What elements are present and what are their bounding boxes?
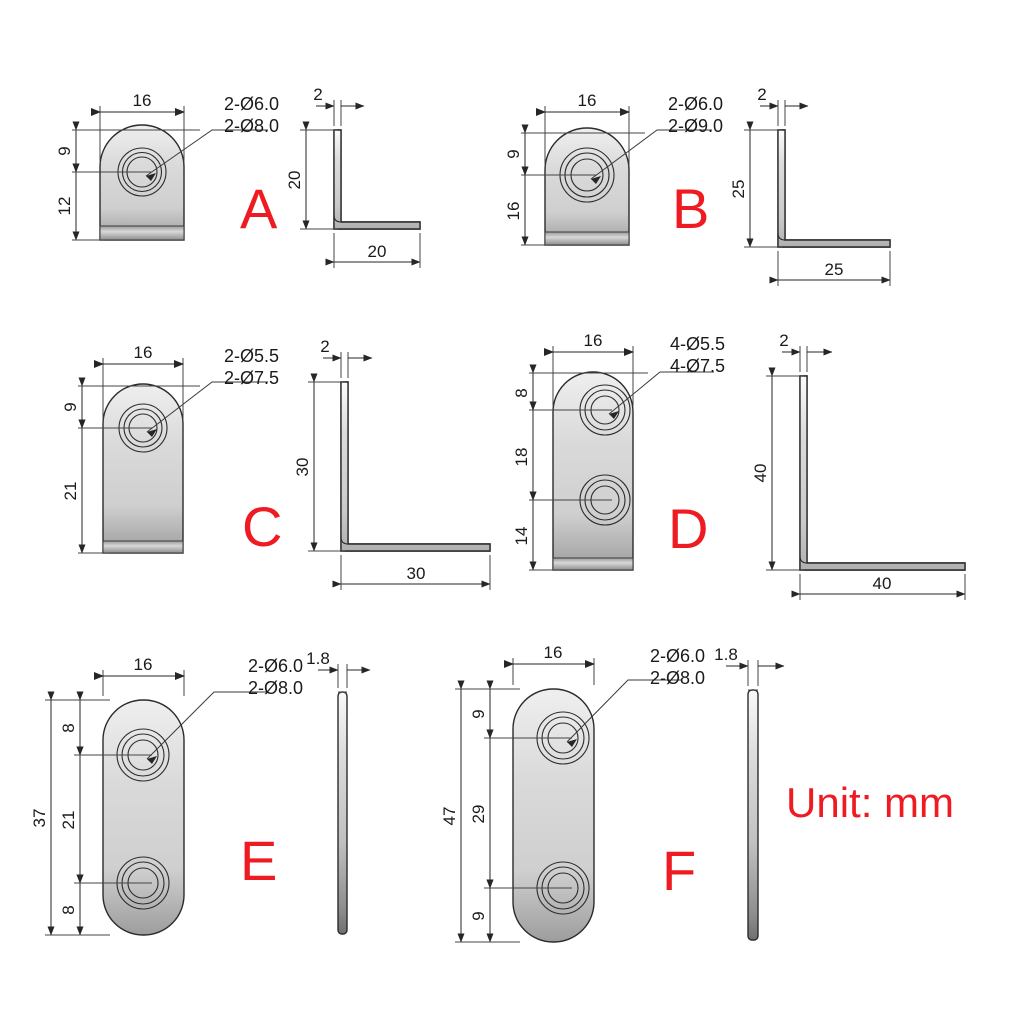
part-A-width-value: 16 — [133, 91, 152, 110]
part-D-hole-top-value: 8 — [512, 388, 531, 397]
part-D-dim-hole-top: 8 — [512, 364, 648, 411]
part-A-group: 16 9 12 2-Ø6.0 2-Ø8.0 A — [55, 85, 421, 268]
part-D-label: D — [668, 497, 708, 560]
part-F-dim-hole-bottom: 9 — [469, 879, 520, 943]
part-B-lower-value: 16 — [504, 202, 523, 221]
part-A-front-view — [99, 124, 268, 241]
part-F-hole-note-1: 2-Ø6.0 — [650, 646, 705, 666]
part-B-label: B — [672, 177, 709, 240]
part-C-group: 16 9 21 2-Ø5.5 2-Ø7.5 C 2 — [61, 337, 491, 590]
part-F-thickness-value: 1.8 — [714, 645, 738, 664]
part-F-width-value: 16 — [544, 643, 563, 662]
part-E-hole-bottom-value: 8 — [59, 905, 78, 914]
part-D-thickness-value: 2 — [779, 331, 788, 350]
part-A-lower-value: 12 — [55, 197, 74, 216]
part-F-total-height-value: 47 — [440, 807, 459, 826]
part-E-label: E — [240, 829, 277, 892]
part-A-hole-note-2: 2-Ø8.0 — [224, 116, 279, 136]
part-C-hole-note-2: 2-Ø7.5 — [224, 368, 279, 388]
part-D-hole-note-1: 4-Ø5.5 — [670, 334, 725, 354]
part-B-group: 16 9 16 2-Ø6.0 2-Ø9.0 B 2 — [504, 85, 891, 286]
part-F-side-view: 1.8 — [714, 645, 785, 941]
part-E-thickness-value: 1.8 — [306, 649, 330, 668]
part-D-width-value: 16 — [584, 331, 603, 350]
part-A-side-horizontal-value: 20 — [368, 242, 387, 261]
part-C-side-horizontal-value: 30 — [407, 564, 426, 583]
part-B-dim-lower: 16 — [504, 166, 553, 246]
part-E-hole-note-1: 2-Ø6.0 — [248, 656, 303, 676]
part-E-dim-width: 16 — [94, 655, 185, 696]
part-E-dim-hole-bottom: 8 — [59, 874, 110, 936]
part-D-group: 16 8 18 14 4-Ø5.5 4-Ø7.5 D — [512, 331, 966, 600]
part-E-total-height-value: 37 — [30, 809, 49, 828]
part-B-hole-note-1: 2-Ø6.0 — [668, 94, 723, 114]
part-E-hole-top-value: 8 — [59, 723, 78, 732]
part-A-thickness-value: 2 — [313, 85, 322, 104]
part-B-side-horizontal-value: 25 — [825, 260, 844, 279]
part-C-label: C — [242, 495, 282, 558]
part-C-front-view — [102, 381, 268, 554]
part-E-width-value: 16 — [134, 655, 153, 674]
part-A-side-vertical-value: 20 — [285, 171, 304, 190]
part-D-hole-note-2: 4-Ø7.5 — [670, 356, 725, 376]
part-F-dim-width: 16 — [504, 643, 595, 685]
part-D-side-vertical-value: 40 — [751, 464, 770, 483]
part-A-side-view: 2 20 20 — [285, 85, 421, 268]
part-E-group: 16 37 8 21 8 2-Ø6.0 2-Ø8.0 E — [30, 649, 371, 936]
part-B-side-view: 2 25 25 — [729, 85, 891, 286]
part-B-dim-width: 16 — [536, 91, 630, 166]
part-B-hole-note-2: 2-Ø9.0 — [668, 116, 723, 136]
part-A-dim-lower: 12 — [55, 163, 104, 241]
part-C-hole-note-1: 2-Ø5.5 — [224, 346, 279, 366]
part-C-side-vertical-value: 30 — [293, 458, 312, 477]
part-E-hole-note-2: 2-Ø8.0 — [248, 678, 303, 698]
part-D-hole-spacing-value: 18 — [512, 448, 531, 467]
part-F-hole-bottom-value: 9 — [469, 911, 488, 920]
part-F-hole-note-2: 2-Ø8.0 — [650, 668, 705, 688]
part-D-side-horizontal-value: 40 — [873, 574, 892, 593]
part-C-side-view: 2 30 30 — [293, 337, 491, 590]
part-D-dim-width: 16 — [544, 331, 634, 406]
part-C-dim-lower: 21 — [61, 419, 110, 554]
part-C-width-value: 16 — [134, 343, 153, 362]
part-B-side-vertical-value: 25 — [729, 180, 748, 199]
part-C-thickness-value: 2 — [320, 337, 329, 356]
part-F-hole-top-value: 9 — [469, 709, 488, 718]
unit-note: Unit: mm — [786, 779, 954, 826]
part-F-front-view — [512, 679, 682, 943]
part-B-hole-top-value: 9 — [504, 149, 523, 158]
part-D-front-view — [552, 371, 714, 571]
part-D-dim-lower: 14 — [512, 491, 560, 571]
part-D-side-view: 2 40 40 — [751, 331, 966, 600]
part-D-lower-value: 14 — [512, 527, 531, 546]
part-E-front-view — [102, 691, 268, 936]
part-B-dim-hole-top: 9 — [504, 124, 645, 176]
part-E-hole-spacing-value: 21 — [59, 811, 78, 830]
part-F-hole-spacing-value: 29 — [469, 805, 488, 824]
part-A-label: A — [240, 177, 278, 240]
part-A-dim-width: 16 — [91, 91, 185, 163]
part-F-label: F — [662, 839, 696, 902]
part-C-lower-value: 21 — [61, 482, 80, 501]
part-B-front-view — [544, 127, 712, 246]
part-C-hole-top-value: 9 — [61, 402, 80, 411]
part-A-hole-top-value: 9 — [55, 146, 74, 155]
part-F-dim-spacing: 29 — [469, 729, 572, 889]
part-C-dim-width: 16 — [94, 343, 184, 420]
part-B-thickness-value: 2 — [757, 85, 766, 104]
part-A-hole-note-1: 2-Ø6.0 — [224, 94, 279, 114]
part-F-group: 16 47 9 29 9 2-Ø6.0 2-Ø8.0 F — [440, 643, 785, 943]
part-E-dim-spacing: 21 — [59, 746, 152, 884]
part-E-side-view: 1.8 — [306, 649, 371, 935]
part-E-dim-hole-top: 8 — [59, 691, 152, 756]
part-B-width-value: 16 — [578, 91, 597, 110]
part-D-dim-hole-spacing: 18 — [512, 401, 612, 501]
